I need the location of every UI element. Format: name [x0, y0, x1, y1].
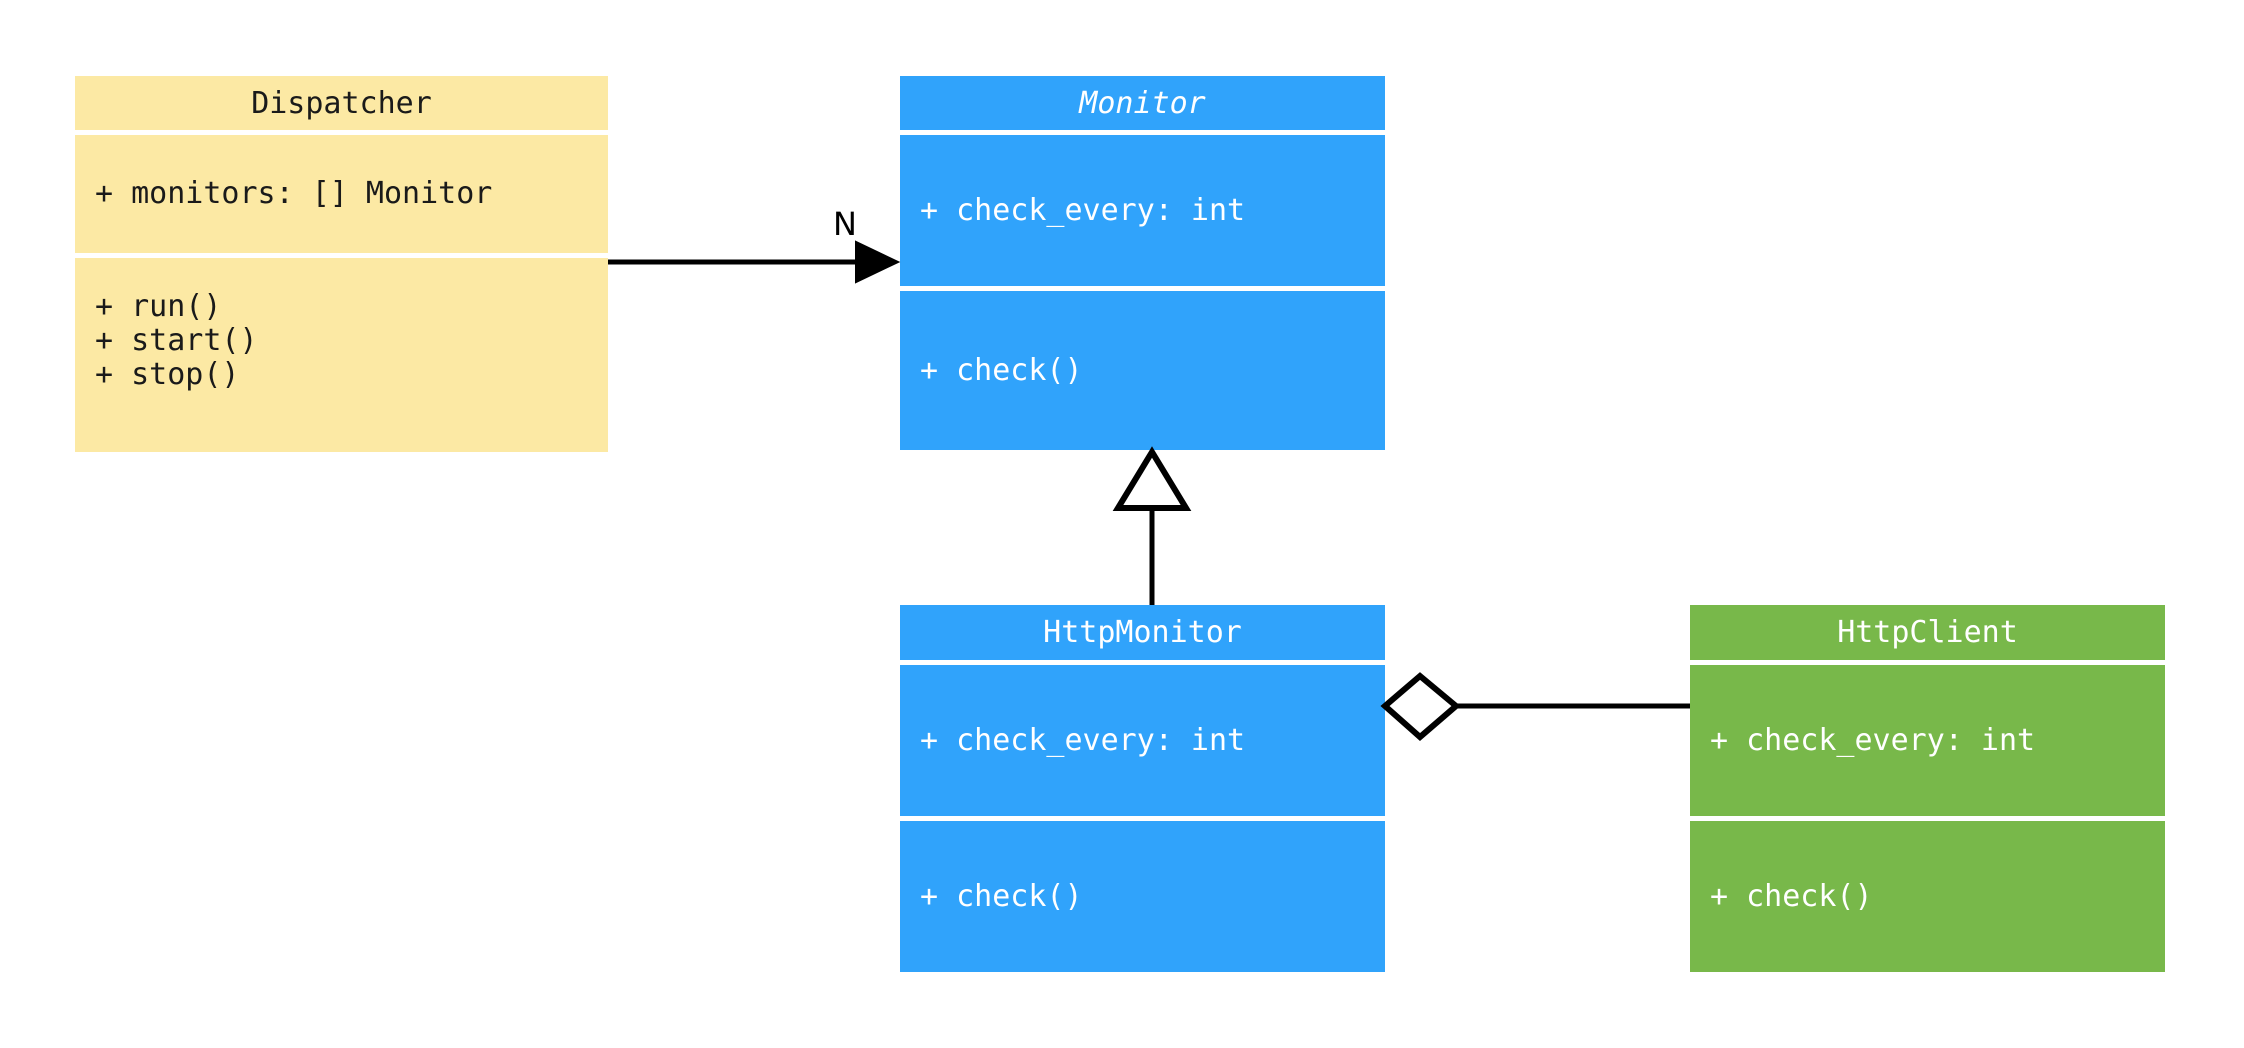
class-name-label: Monitor — [1079, 85, 1206, 121]
hollow-triangle-arrowhead-icon — [1112, 446, 1192, 511]
class-methods-dispatcher: + run() + start() + stop() — [75, 258, 608, 452]
method-row: + start() — [95, 323, 258, 358]
method-row: + run() — [95, 289, 222, 324]
method-row: + check() — [920, 352, 1083, 388]
method-row: + stop() — [95, 357, 240, 392]
method-row: + check() — [920, 878, 1083, 914]
class-methods-http-client: + check() — [1690, 821, 2165, 972]
relationship-httpmonitor-inherits-monitor — [1112, 446, 1192, 605]
class-title-dispatcher: Dispatcher — [75, 76, 608, 130]
relationship-httpmonitor-aggregates-httpclient — [1380, 672, 1690, 741]
class-box-http-monitor[interactable]: HttpMonitor + check_every: int + check() — [900, 605, 1385, 972]
attribute-row: + check_every: int — [1710, 722, 2036, 758]
class-name-label: HttpClient — [1837, 615, 2018, 650]
class-attributes-http-monitor: + check_every: int — [900, 665, 1385, 816]
class-title-http-client: HttpClient — [1690, 605, 2165, 660]
class-title-http-monitor: HttpMonitor — [900, 605, 1385, 660]
attribute-row: + check_every: int — [920, 722, 1246, 758]
class-box-dispatcher[interactable]: Dispatcher + monitors: [] Monitor + run(… — [75, 76, 608, 452]
class-name-label: HttpMonitor — [1043, 615, 1242, 650]
attribute-row: + monitors: [] Monitor — [95, 176, 493, 211]
class-box-monitor[interactable]: Monitor + check_every: int + check() — [900, 76, 1385, 450]
relationship-dispatcher-to-monitor — [608, 240, 901, 284]
class-name-label: Dispatcher — [251, 85, 432, 121]
class-attributes-http-client: + check_every: int — [1690, 665, 2165, 816]
class-attributes-monitor: + check_every: int — [900, 135, 1385, 286]
hollow-diamond-aggregation-icon — [1380, 672, 1461, 741]
filled-triangle-arrowhead-icon — [855, 240, 901, 284]
class-methods-monitor: + check() — [900, 291, 1385, 450]
multiplicity-label-n: N — [833, 205, 857, 243]
class-box-http-client[interactable]: HttpClient + check_every: int + check() — [1690, 605, 2165, 972]
class-attributes-dispatcher: + monitors: [] Monitor — [75, 135, 608, 253]
method-row: + check() — [1710, 878, 1873, 914]
class-title-monitor: Monitor — [900, 76, 1385, 130]
class-methods-http-monitor: + check() — [900, 821, 1385, 972]
attribute-row: + check_every: int — [920, 192, 1246, 228]
